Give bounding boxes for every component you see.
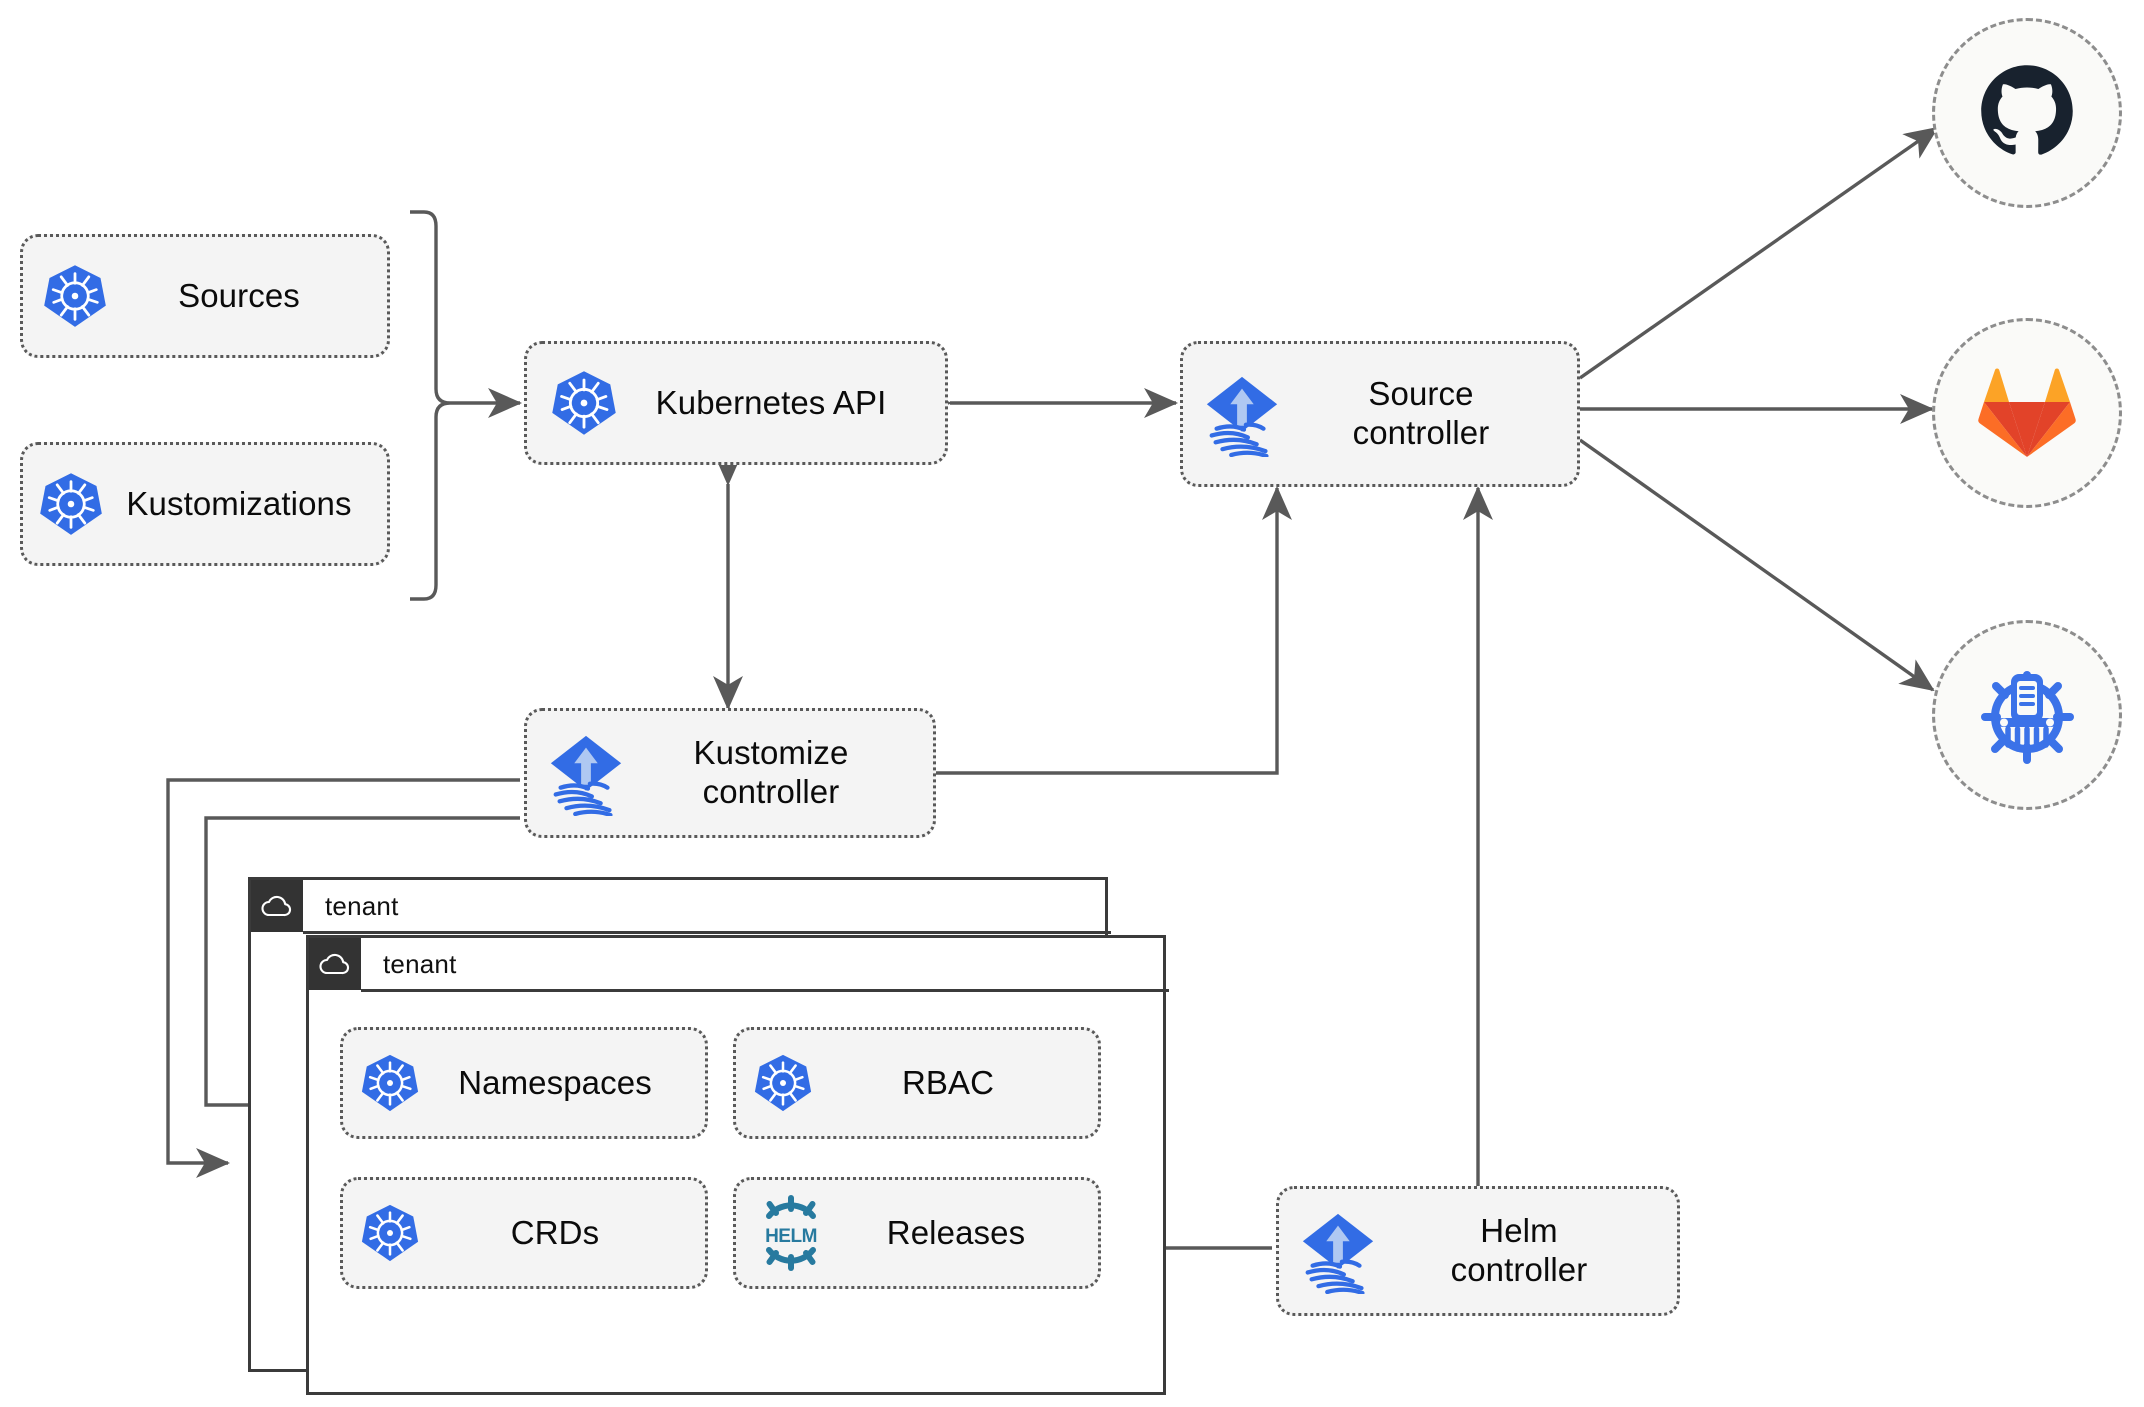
node-kustomize-controller[interactable]: Kustomize controller [524,708,936,838]
repo-helm-chart[interactable] [1932,620,2122,810]
cloud-icon [309,938,361,990]
node-crds[interactable]: CRDs [340,1177,708,1289]
edge-source-to-github [1579,126,1939,380]
node-label: RBAC [901,1063,995,1101]
tenant-header-rule [303,931,1111,934]
repo-github[interactable] [1932,18,2122,208]
tenant-label: tenant [383,948,457,979]
cloud-icon [251,880,303,932]
node-helm-controller[interactable]: Helm controller [1276,1186,1680,1316]
flux-icon [1201,371,1283,457]
flux-icon [545,730,627,816]
edge-source-to-helmrepo [1579,438,1935,692]
node-label: Namespaces [458,1063,652,1101]
tenant-label: tenant [325,890,399,921]
node-rbac[interactable]: RBAC [733,1027,1101,1139]
gitlab-icon [1975,361,2079,466]
node-label: Source controller [1352,375,1490,451]
kubernetes-icon [752,1052,814,1114]
kubernetes-icon [37,470,105,538]
node-namespaces[interactable]: Namespaces [340,1027,708,1139]
node-releases[interactable]: HELM Releases [733,1177,1101,1289]
repo-gitlab[interactable] [1932,318,2122,508]
github-icon [1975,59,2079,168]
node-label: Sources [178,276,300,314]
tenant-box-front[interactable]: tenant [306,935,1169,1395]
tenant-header: tenant [251,880,399,932]
kubernetes-icon [359,1052,421,1114]
input-bracket [410,210,451,601]
flux-icon [1297,1208,1379,1294]
edge-kustomize-to-source [936,485,1292,775]
kubernetes-icon [41,262,109,330]
node-label: Kubernetes API [655,383,887,421]
node-source-controller[interactable]: Source controller [1180,341,1580,487]
node-sources[interactable]: Sources [20,234,390,358]
node-kustomizations[interactable]: Kustomizations [20,442,390,566]
node-label: Helm controller [1450,1212,1588,1288]
helm-chart-repository-icon [1971,657,2083,774]
kubernetes-icon [549,368,619,438]
node-label: Kustomizations [126,484,352,522]
svg-text:HELM: HELM [765,1226,817,1247]
node-kubernetes-api[interactable]: Kubernetes API [524,341,948,465]
node-label: CRDs [510,1213,600,1251]
node-label: Releases [886,1213,1026,1251]
node-label: Kustomize controller [693,734,849,810]
tenant-header: tenant [309,938,457,990]
helm-icon: HELM [752,1194,830,1272]
kubernetes-icon [359,1202,421,1264]
tenant-header-rule [361,989,1169,992]
